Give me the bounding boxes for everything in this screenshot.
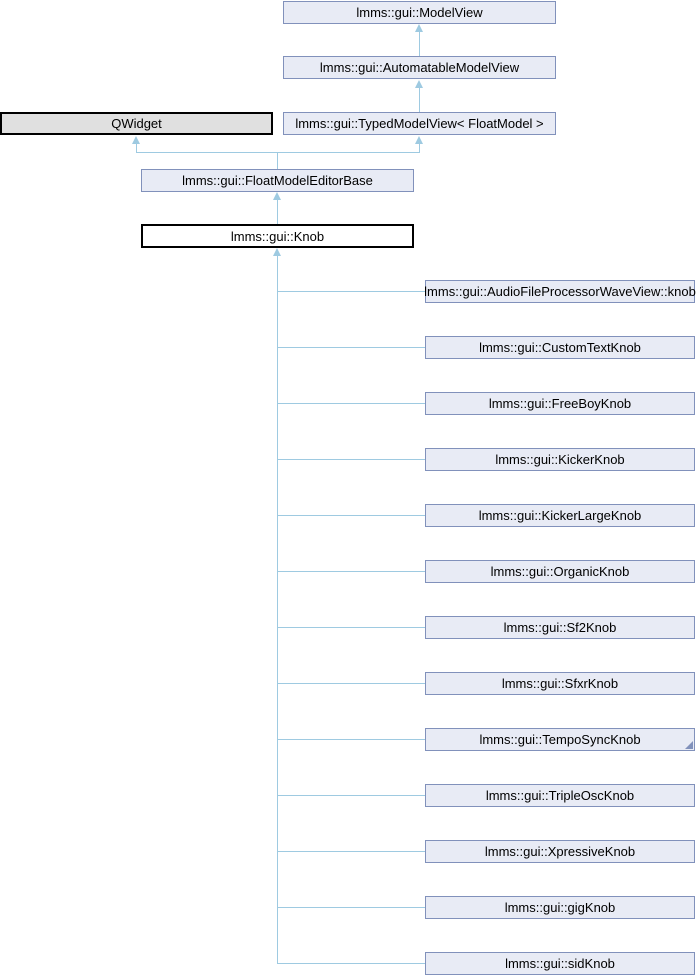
node-freeboyknob[interactable]: lmms::gui::FreeBoyKnob: [425, 392, 695, 415]
edge-segment: [277, 153, 278, 169]
edge-segment: [136, 144, 137, 153]
node-label: lmms::gui::AutomatableModelView: [319, 60, 520, 75]
edge-segment: [419, 88, 420, 112]
node-kickerknob[interactable]: lmms::gui::KickerKnob: [425, 448, 695, 471]
node-label: lmms::gui::OrganicKnob: [490, 564, 630, 579]
edge-branch: [278, 683, 425, 684]
edge-branch: [278, 571, 425, 572]
edge-segment: [136, 152, 420, 153]
node-label: lmms::gui::gigKnob: [504, 900, 616, 915]
node-label: lmms::gui::KickerLargeKnob: [478, 508, 642, 523]
node-label: lmms::gui::FloatModelEditorBase: [182, 173, 373, 188]
edge-branch: [278, 291, 425, 292]
edge-segment: [419, 144, 420, 153]
node-sfxrknob[interactable]: lmms::gui::SfxrKnob: [425, 672, 695, 695]
node-modelview[interactable]: lmms::gui::ModelView: [283, 1, 556, 24]
edge-arrowhead: [273, 248, 281, 256]
edge-branch: [278, 851, 425, 852]
edge-branch: [278, 403, 425, 404]
edge-segment: [419, 32, 420, 56]
edge-arrowhead: [132, 136, 140, 144]
node-label: QWidget: [111, 116, 162, 131]
edge-branch: [278, 515, 425, 516]
node-organicknob[interactable]: lmms::gui::OrganicKnob: [425, 560, 695, 583]
edge-arrowhead: [415, 24, 423, 32]
node-label: lmms::gui::KickerKnob: [495, 452, 625, 467]
node-qwidget[interactable]: QWidget: [0, 112, 273, 135]
node-label: lmms::gui::SfxrKnob: [501, 676, 619, 691]
edge-branch: [278, 459, 425, 460]
node-tripleoscknob[interactable]: lmms::gui::TripleOscKnob: [425, 784, 695, 807]
node-automatablemodelview[interactable]: lmms::gui::AutomatableModelView: [283, 56, 556, 79]
node-kickerlargeknob[interactable]: lmms::gui::KickerLargeKnob: [425, 504, 695, 527]
node-customtextknob[interactable]: lmms::gui::CustomTextKnob: [425, 336, 695, 359]
node-label: lmms::gui::Sf2Knob: [503, 620, 617, 635]
edge-segment: [277, 200, 278, 224]
node-label: lmms::gui::sidKnob: [505, 956, 615, 971]
node-label: lmms::gui::TypedModelView< FloatModel >: [295, 116, 544, 131]
node-xpressiveknob[interactable]: lmms::gui::XpressiveKnob: [425, 840, 695, 863]
node-typedmodelview-floatmodel[interactable]: lmms::gui::TypedModelView< FloatModel >: [283, 112, 556, 135]
edge-arrowhead: [273, 192, 281, 200]
node-label: lmms::gui::AudioFileProcessorWaveView::k…: [424, 284, 696, 299]
has-subclasses-marker: [685, 741, 693, 749]
node-label: lmms::gui::Knob: [230, 228, 325, 244]
node-knob-current: lmms::gui::Knob: [141, 224, 414, 248]
edge-branch: [278, 795, 425, 796]
edge-branch: [278, 347, 425, 348]
edge-trunk: [277, 256, 278, 964]
edge-branch: [278, 907, 425, 908]
node-label: lmms::gui::TripleOscKnob: [485, 788, 635, 803]
edge-branch: [278, 627, 425, 628]
node-gigknob[interactable]: lmms::gui::gigKnob: [425, 896, 695, 919]
node-label: lmms::gui::TempoSyncKnob: [479, 732, 641, 747]
edge-arrowhead: [415, 136, 423, 144]
node-label: lmms::gui::FreeBoyKnob: [488, 396, 632, 411]
node-label: lmms::gui::CustomTextKnob: [479, 340, 641, 355]
edge-branch: [278, 739, 425, 740]
node-sidknob[interactable]: lmms::gui::sidKnob: [425, 952, 695, 975]
node-sf2knob[interactable]: lmms::gui::Sf2Knob: [425, 616, 695, 639]
node-label: lmms::gui::XpressiveKnob: [484, 844, 636, 859]
edge-arrowhead: [415, 80, 423, 88]
node-audiofileprocessorwaveview-knob[interactable]: lmms::gui::AudioFileProcessorWaveView::k…: [424, 280, 696, 303]
node-floatmodeleditorbase[interactable]: lmms::gui::FloatModelEditorBase: [141, 169, 414, 192]
edge-branch: [278, 963, 425, 964]
node-label: lmms::gui::ModelView: [356, 5, 483, 20]
node-temposyncknob[interactable]: lmms::gui::TempoSyncKnob: [425, 728, 695, 751]
